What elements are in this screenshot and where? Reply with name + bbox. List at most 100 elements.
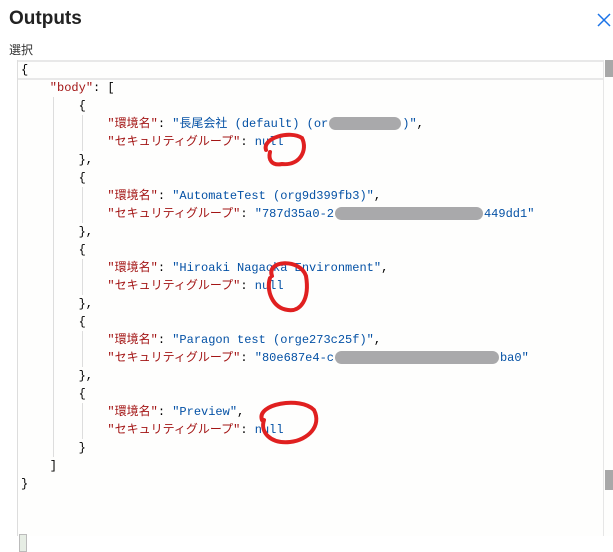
json-line-security-group: "セキュリティグループ": null [107, 421, 283, 439]
json-string-value: 80e687e4-c [261, 351, 334, 365]
punctuation: : [240, 207, 255, 221]
punctuation: " [107, 279, 115, 293]
redaction-blur [329, 117, 402, 131]
json-object-open: { [79, 97, 86, 115]
punctuation: " [233, 207, 241, 221]
punctuation: " [107, 423, 115, 437]
punctuation: " [150, 261, 158, 275]
punctuation: : [157, 333, 173, 347]
json-object-open: { [79, 313, 86, 331]
punctuation: " [107, 207, 115, 221]
indent-guide [81, 403, 83, 439]
punctuation: { [21, 63, 29, 77]
json-null-value: null [254, 423, 284, 437]
punctuation: " [172, 261, 180, 275]
json-line-env-name: "環境名": "AutomateTest (org9d399fb3)", [107, 187, 381, 205]
punctuation: " [107, 351, 115, 365]
json-key: body [57, 81, 86, 95]
punctuation: ] [49, 459, 57, 473]
punctuation: } [78, 441, 86, 455]
punctuation: , [373, 189, 382, 203]
punctuation: , [373, 333, 382, 347]
punctuation: " [49, 81, 57, 95]
punctuation: " [233, 135, 241, 149]
json-key: 環境名 [114, 333, 151, 347]
select-label[interactable]: 選択 [9, 43, 34, 57]
punctuation: }, [78, 297, 93, 311]
punctuation: " [373, 261, 382, 275]
json-object-close: }, [79, 223, 93, 241]
json-string-value: AutomateTest (org9d399fb3) [179, 189, 367, 203]
punctuation: } [21, 477, 29, 491]
punctuation: " [233, 351, 241, 365]
json-string-value: 長尾会社 (default) (or [179, 117, 329, 131]
json-key: セキュリティグループ [114, 279, 234, 293]
punctuation: : [ [93, 81, 115, 95]
punctuation: " [107, 135, 115, 149]
punctuation: " [107, 189, 115, 203]
punctuation: { [78, 387, 86, 401]
close-icon [597, 13, 611, 27]
json-object-open: { [79, 169, 86, 187]
json-null-value: null [254, 135, 284, 149]
punctuation: }, [78, 153, 93, 167]
punctuation: : [240, 279, 255, 293]
json-line-body: "body": [ [50, 79, 115, 97]
json-object-close: }, [79, 295, 93, 313]
punctuation: : [240, 351, 255, 365]
json-open-brace: { [21, 61, 28, 79]
json-line-env-name: "環境名": "長尾会社 (default) (or)", [107, 115, 423, 133]
json-output-viewer[interactable]: {"body": [{"環境名": "長尾会社 (default) (or)",… [17, 60, 613, 552]
indent-guide [52, 97, 54, 457]
punctuation: " [107, 333, 115, 347]
scrollbar[interactable] [603, 60, 613, 536]
json-string-value: ) [402, 117, 410, 131]
json-array-close: ] [50, 457, 57, 475]
punctuation: " [233, 423, 241, 437]
punctuation: " [409, 117, 417, 131]
json-null-value: null [254, 279, 284, 293]
punctuation: " [254, 351, 262, 365]
redaction-blur [334, 351, 499, 365]
punctuation: " [527, 207, 535, 221]
punctuation: " [85, 81, 94, 95]
json-object-close: }, [79, 367, 93, 385]
punctuation: " [172, 333, 180, 347]
punctuation: : [157, 261, 173, 275]
json-object-close: }, [79, 151, 93, 169]
json-object-close: } [79, 439, 86, 457]
redaction-blur [334, 207, 483, 221]
json-string-value: 449dd1 [483, 207, 528, 221]
json-line-security-group: "セキュリティグループ": null [107, 277, 283, 295]
close-button[interactable] [596, 12, 612, 28]
punctuation: " [150, 405, 158, 419]
punctuation: , [237, 405, 245, 419]
bracket-match-highlight [19, 534, 27, 552]
json-object-open: { [79, 241, 86, 259]
punctuation: { [78, 171, 86, 185]
punctuation: : [157, 405, 173, 419]
punctuation: " [254, 207, 262, 221]
json-key: セキュリティグループ [114, 351, 234, 365]
punctuation: " [172, 189, 180, 203]
json-object-open: { [79, 385, 86, 403]
punctuation: , [416, 117, 424, 131]
json-key: 環境名 [114, 117, 151, 131]
punctuation: " [229, 405, 238, 419]
json-key: 環境名 [114, 405, 151, 419]
scrollbar-thumb[interactable] [605, 470, 613, 490]
punctuation: " [366, 333, 374, 347]
indent-guide [81, 259, 83, 295]
json-string-value: 787d35a0-2 [261, 207, 334, 221]
punctuation: " [172, 117, 180, 131]
punctuation: " [172, 405, 180, 419]
punctuation: " [521, 351, 529, 365]
punctuation: " [107, 261, 115, 275]
indent-guide [81, 331, 83, 367]
punctuation: " [233, 279, 241, 293]
json-line-security-group: "セキュリティグループ": null [107, 133, 283, 151]
json-key: 環境名 [114, 189, 151, 203]
punctuation: }, [78, 369, 93, 383]
scrollbar-top-marker[interactable] [605, 60, 613, 77]
